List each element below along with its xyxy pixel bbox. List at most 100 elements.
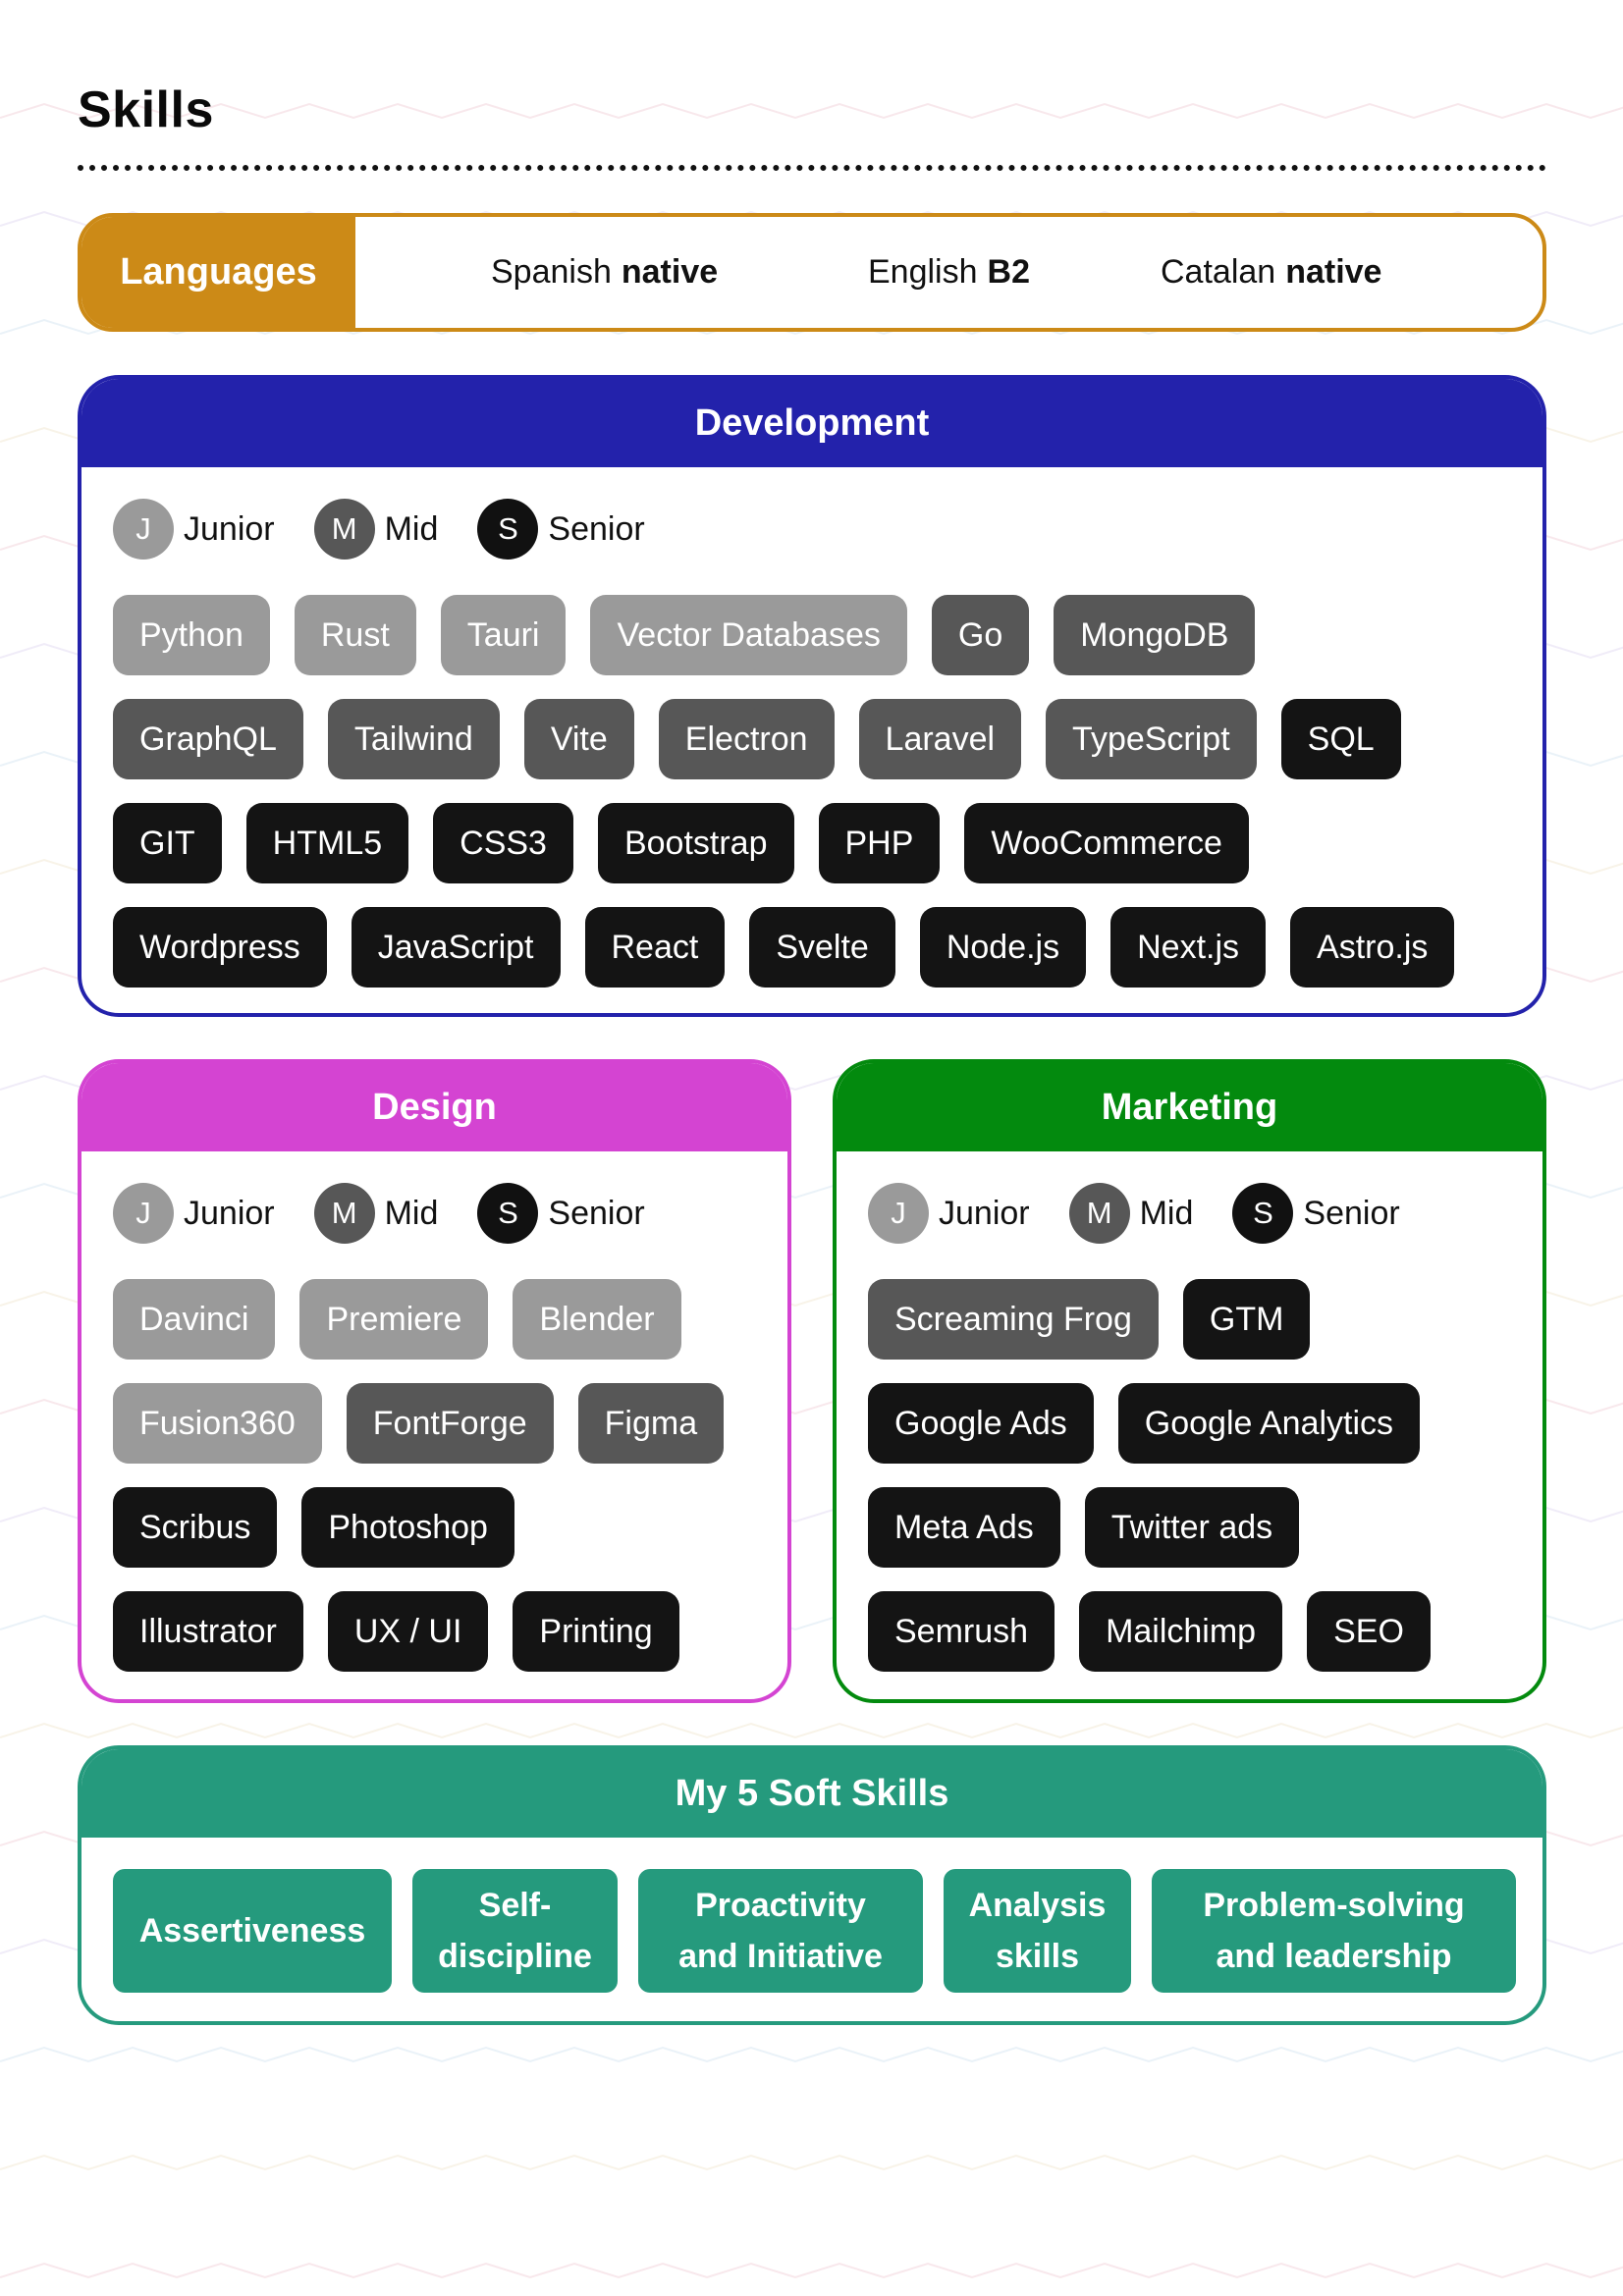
skill-chip: Fusion360	[113, 1383, 322, 1464]
skill-chip: Meta Ads	[868, 1487, 1060, 1568]
soft-skill-chip: Problem-solving and leadership	[1152, 1869, 1516, 1993]
skill-chip: Laravel	[858, 699, 1022, 779]
skill-chip: Illustrator	[113, 1591, 303, 1672]
soft-skill-line: and leadership	[1216, 1938, 1452, 1975]
wave-line	[0, 2262, 1623, 2279]
skill-chip: Davinci	[113, 1279, 276, 1360]
skill-row: Scribus Photoshop	[113, 1487, 539, 1568]
legend-mid-label: Mid	[384, 1194, 439, 1232]
legend-senior-badge: S	[477, 1183, 539, 1244]
skill-row: Meta Ads Twitter ads	[868, 1487, 1324, 1568]
soft-skills-section: My 5 Soft Skills Assertiveness Self-disc…	[78, 1745, 1546, 2025]
skill-chip: GTM	[1182, 1279, 1311, 1360]
soft-skills-row: Assertiveness Self-discipline Proactivit…	[113, 1869, 1516, 1993]
skill-chip: Vite	[523, 699, 634, 779]
skill-chip: Google Ads	[868, 1383, 1094, 1464]
language-name: Catalan	[1161, 253, 1276, 291]
wave-line	[0, 2154, 1623, 2171]
languages-label: Languages	[81, 217, 355, 328]
skill-chip: Mailchimp	[1079, 1591, 1283, 1672]
language-name: Spanish	[491, 253, 612, 291]
skill-chip: Tauri	[440, 595, 567, 675]
skill-chip: Figma	[577, 1383, 725, 1464]
languages-panel: Languages Spanish native English B2 Cata…	[78, 213, 1546, 332]
language-item: English B2	[868, 217, 1030, 328]
soft-skill-line: Problem-solving	[1203, 1887, 1465, 1924]
marketing-header: Marketing	[837, 1063, 1542, 1151]
skill-chip: FontForge	[346, 1383, 554, 1464]
legend-senior-badge: S	[477, 499, 539, 560]
language-name: English	[868, 253, 978, 291]
legend-mid-badge: M	[313, 1183, 375, 1244]
legend-junior: J Junior	[113, 499, 275, 560]
skill-chip: SQL	[1280, 699, 1401, 779]
title-divider	[78, 165, 1546, 171]
skill-chip: WooCommerce	[964, 803, 1249, 883]
skill-chip: Scribus	[113, 1487, 278, 1568]
skill-chip: MongoDB	[1054, 595, 1256, 675]
soft-skill-line: Proactivity	[695, 1887, 866, 1924]
skill-chip: Printing	[513, 1591, 679, 1672]
legend-mid-badge: M	[313, 499, 375, 560]
legend-senior-badge: S	[1232, 1183, 1294, 1244]
skill-chip: Wordpress	[113, 907, 327, 988]
soft-skill-chip: Assertiveness	[113, 1869, 392, 1993]
soft-skill-chip: Self-discipline	[412, 1869, 618, 1993]
language-level: B2	[987, 253, 1030, 291]
skill-chip: Vector Databases	[590, 595, 907, 675]
legend-senior-label: Senior	[548, 509, 645, 548]
skill-row: Google Ads Google Analytics	[868, 1383, 1444, 1464]
skill-chip: PHP	[818, 803, 941, 883]
skill-chip: React	[584, 907, 726, 988]
soft-skill-line: and Initiative	[678, 1938, 883, 1975]
skill-chip: JavaScript	[351, 907, 561, 988]
language-item: Spanish native	[491, 217, 718, 328]
skill-chip: Google Analytics	[1117, 1383, 1421, 1464]
skill-chip: Photoshop	[301, 1487, 514, 1568]
legend-junior-label: Junior	[184, 509, 275, 548]
legend-junior-label: Junior	[939, 1194, 1030, 1232]
skill-chip: Twitter ads	[1084, 1487, 1300, 1568]
legend-senior-label: Senior	[1303, 1194, 1400, 1232]
wave-line	[0, 1722, 1623, 1739]
skill-row: Illustrator UX / UI Printing	[113, 1591, 704, 1672]
soft-skill-line: Self-	[478, 1887, 552, 1924]
soft-skill-line: skills	[995, 1938, 1080, 1975]
soft-skill-chip: Proactivity and Initiative	[638, 1869, 923, 1993]
legend-senior-label: Senior	[548, 1194, 645, 1232]
language-level: native	[1285, 253, 1382, 291]
legend-junior-badge: J	[113, 499, 174, 560]
skill-chip: Electron	[658, 699, 835, 779]
design-header: Design	[81, 1063, 787, 1151]
skill-chip: Go	[931, 595, 1030, 675]
skill-chip: Blender	[513, 1279, 681, 1360]
skill-chip: SEO	[1307, 1591, 1431, 1672]
skill-row: Screaming Frog GTM	[868, 1279, 1334, 1360]
soft-skill-line: Analysis	[968, 1887, 1107, 1924]
wave-line	[0, 102, 1623, 120]
legend-junior-label: Junior	[184, 1194, 275, 1232]
skill-chip: Next.js	[1110, 907, 1267, 988]
skill-chip: Tailwind	[327, 699, 500, 779]
language-item: Catalan native	[1161, 217, 1381, 328]
skill-chip: UX / UI	[327, 1591, 489, 1672]
page-title: Skills	[78, 81, 214, 138]
skill-chip: Premiere	[299, 1279, 489, 1360]
skill-row: Davinci Premiere Blender	[113, 1279, 706, 1360]
skill-chip: Semrush	[868, 1591, 1055, 1672]
skill-chip: Screaming Frog	[868, 1279, 1159, 1360]
